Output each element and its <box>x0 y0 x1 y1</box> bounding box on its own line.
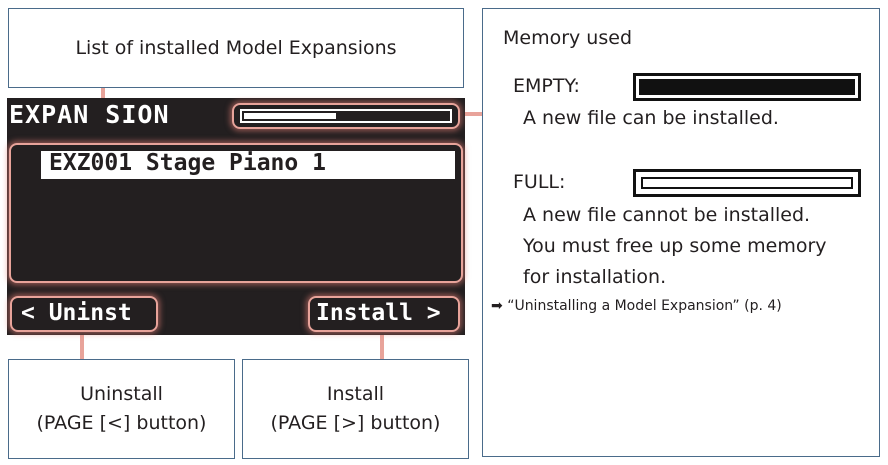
list-item-selected[interactable]: EXZ001 Stage Piano 1 <box>41 150 455 179</box>
list-item-label: EXZ001 Stage Piano 1 <box>49 150 326 176</box>
full-bar <box>633 169 861 197</box>
uninstall-button-label: < Uninst <box>21 300 132 326</box>
full-desc-line-2: You must free up some memory <box>523 235 827 257</box>
install-callout: Install (PAGE [>] button) <box>242 359 469 459</box>
memory-used-panel: Memory used EMPTY: A new file can be ins… <box>482 8 880 457</box>
uninstall-button[interactable]: < Uninst <box>10 296 158 332</box>
connector-memory <box>463 112 483 116</box>
screen-memory-fill <box>244 113 336 119</box>
lcd-screen: EXPAN SION EXZ001 Stage Piano 1 < Uninst… <box>7 98 465 335</box>
install-button-label: Install > <box>316 300 441 326</box>
full-desc-line-1: A new file cannot be installed. <box>523 204 811 226</box>
connector-uninstall <box>80 330 84 360</box>
screen-title: EXPAN SION <box>9 100 170 129</box>
uninstall-callout: Uninstall (PAGE [<] button) <box>8 359 235 459</box>
reference-link[interactable]: ➡ “Uninstalling a Model Expansion” (p. 4… <box>491 298 782 314</box>
connector-install <box>380 330 384 360</box>
empty-bar <box>633 73 861 101</box>
installed-list-callout-text: List of installed Model Expansions <box>75 37 397 59</box>
install-button[interactable]: Install > <box>308 296 460 332</box>
install-callout-sub: (PAGE [>] button) <box>270 412 441 434</box>
empty-label: EMPTY: <box>513 75 580 97</box>
reference-link-text: “Uninstalling a Model Expansion” (p. 4) <box>507 298 782 314</box>
screen-memory-bar <box>232 103 460 129</box>
uninstall-callout-sub: (PAGE [<] button) <box>36 412 207 434</box>
install-callout-title: Install <box>326 383 385 405</box>
full-label: FULL: <box>513 171 566 193</box>
empty-desc: A new file can be installed. <box>523 107 779 129</box>
installed-list-callout: List of installed Model Expansions <box>8 8 464 88</box>
full-desc: A new file cannot be installed. You must… <box>523 200 827 293</box>
installed-list-box[interactable]: EXZ001 Stage Piano 1 <box>9 143 463 283</box>
memory-heading: Memory used <box>503 27 633 49</box>
full-desc-line-3: for installation. <box>523 266 667 288</box>
arrow-right-icon: ➡ <box>491 298 503 314</box>
uninstall-callout-title: Uninstall <box>80 383 163 405</box>
